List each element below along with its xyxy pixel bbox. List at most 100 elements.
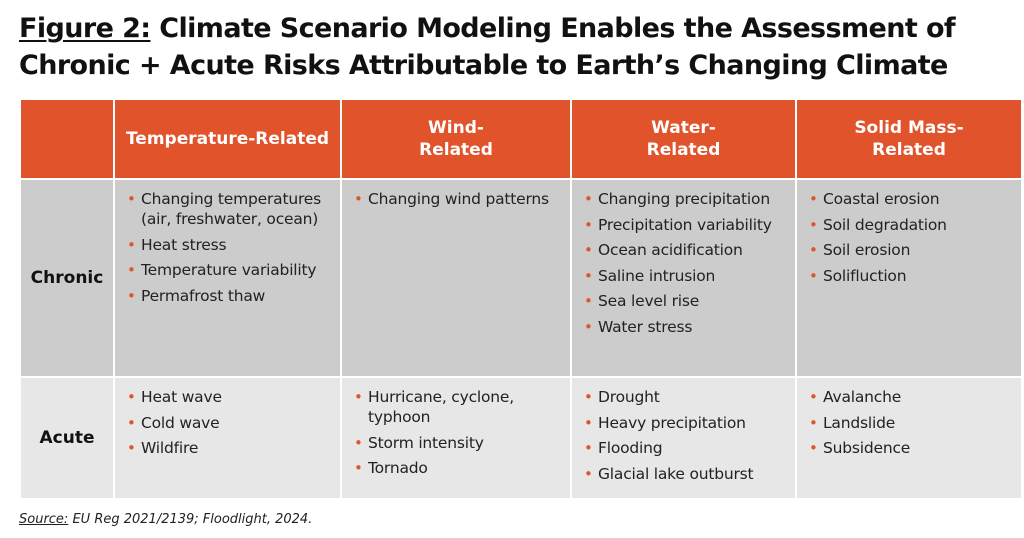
list-item: • Sea level rise	[582, 291, 787, 311]
list-item: •Coastal erosion	[807, 189, 1013, 209]
cell-water: •Changing precipitation•Precipitation va…	[570, 178, 797, 378]
row-header: Chronic	[19, 178, 115, 378]
header-row: Temperature-Related Wind-Related Water-R…	[19, 98, 1023, 180]
list-item: •Ocean acidification	[582, 240, 787, 260]
list-item: • Changing wind patterns	[352, 189, 562, 209]
bullet-icon: •	[584, 388, 593, 406]
title-text-1: Climate Scenario Modeling Enables the As…	[150, 13, 956, 44]
cell-solid-mass: •Coastal erosion•Soil degradation•Soil e…	[795, 178, 1023, 378]
list-item-text: Permafrost thaw	[141, 286, 266, 305]
list-item-text: Avalanche	[823, 388, 902, 406]
bullet-icon: •	[127, 388, 136, 406]
bullet-icon: •	[809, 266, 818, 285]
title-line-2: Chronic + Acute Risks Attributable to Ea…	[19, 50, 948, 81]
bullet-icon: •	[584, 241, 593, 259]
header-water: Water-Related	[570, 98, 797, 180]
list-item-text: Sea level rise	[598, 292, 700, 310]
risk-list: •Coastal erosion•Soil degradation•Soil e…	[797, 180, 1021, 286]
list-item-text: Coastal erosion	[823, 190, 940, 208]
bullet-icon: •	[354, 433, 363, 452]
cell-wind: •Hurricane, cyclone, typhoon •Storm inten…	[340, 376, 572, 500]
list-item-text: Water stress	[598, 317, 693, 336]
table-row-acute: Acute • Heat wave • Cold wave • Wildfire •Hurri…	[19, 376, 1023, 500]
list-item: • Drought	[582, 387, 787, 407]
bullet-icon: •	[584, 215, 593, 234]
bullet-icon: •	[584, 439, 593, 457]
list-item: • Glacial lake outburst	[582, 464, 787, 484]
bullet-icon: •	[127, 286, 136, 305]
bullet-icon: •	[809, 241, 818, 259]
list-item-text: Changing temperatures (air, freshwater, …	[141, 190, 322, 228]
list-item-text: Tornado	[368, 459, 428, 477]
list-item-text: Drought	[598, 388, 660, 406]
bullet-icon: •	[127, 439, 136, 457]
list-item-text: Changing precipitation	[598, 190, 770, 208]
list-item-text: Wildfire	[141, 439, 199, 457]
list-item: •Storm intensity	[352, 433, 562, 453]
risk-list: • Avalanche • Landslide • Subsidence	[797, 378, 1021, 458]
list-item-text: Soil erosion	[823, 241, 911, 259]
list-item: •Heat stress	[125, 235, 332, 255]
list-item: •Temperature variability	[125, 260, 332, 280]
list-item: • Soil degradation	[807, 215, 1013, 235]
list-item-text: Changing wind patterns	[368, 190, 549, 208]
bullet-icon: •	[809, 439, 818, 457]
bullet-icon: •	[809, 215, 818, 234]
list-item: • Changing temperatures (air, freshwater,…	[125, 189, 332, 229]
bullet-icon: •	[584, 464, 593, 483]
list-item: • Avalanche	[807, 387, 1013, 407]
bullet-icon: •	[584, 317, 593, 336]
list-item: • Subsidence	[807, 438, 1013, 458]
list-item-text: Soil degradation	[823, 215, 947, 234]
list-item: • Permafrost thaw	[125, 286, 332, 306]
row-header: Acute	[19, 376, 115, 500]
risk-list: • Heat wave • Cold wave • Wildfire	[115, 378, 340, 458]
source-label: Source:	[19, 512, 69, 527]
bullet-icon: •	[354, 459, 363, 477]
title-line-1: Figure 2: Climate Scenario Modeling Enab…	[19, 10, 1019, 47]
cell-solid-mass: • Avalanche • Landslide • Subsidence	[795, 376, 1023, 500]
list-item-text: Heat wave	[141, 388, 222, 406]
list-item-text: Heat stress	[141, 235, 227, 254]
header-solid-mass: Solid Mass-Related	[795, 98, 1023, 180]
list-item-text: Glacial lake outburst	[598, 464, 754, 483]
header-temperature: Temperature-Related	[113, 98, 342, 180]
bullet-icon: •	[584, 266, 593, 285]
header-corner	[19, 98, 115, 180]
list-item: • Heavy precipitation	[582, 413, 787, 433]
list-item-text: Flooding	[598, 439, 663, 457]
risk-list: • Drought • Heavy precipitation • Flooding • Gl…	[572, 378, 795, 484]
bullet-icon: •	[127, 190, 136, 208]
list-item: • Tornado	[352, 458, 562, 478]
list-item-text: Heavy precipitation	[598, 413, 746, 432]
bullet-icon: •	[127, 413, 136, 432]
bullet-icon: •	[354, 388, 363, 406]
bullet-icon: •	[584, 292, 593, 310]
risk-list: •Changing precipitation•Precipitation va…	[572, 180, 795, 337]
bullet-icon: •	[354, 190, 363, 208]
list-item: •Changing precipitation	[582, 189, 787, 209]
list-item-text: Landslide	[823, 413, 896, 432]
bullet-icon: •	[809, 388, 818, 406]
risk-table: Temperature-Related Wind-Related Water-R…	[19, 98, 1023, 500]
list-item-text: Subsidence	[823, 439, 911, 457]
list-item-text: Solifluction	[823, 266, 907, 285]
risk-list: • Changing wind patterns	[342, 180, 570, 209]
cell-temperature: • Changing temperatures (air, freshwater,…	[113, 178, 342, 378]
list-item: •Hurricane, cyclone, typhoon	[352, 387, 562, 427]
list-item: • Water stress	[582, 317, 787, 337]
risk-list: •Hurricane, cyclone, typhoon •Storm inten…	[342, 378, 570, 478]
list-item: • Heat wave	[125, 387, 332, 407]
list-item: • Landslide	[807, 413, 1013, 433]
table-row-chronic: Chronic • Changing temperatures (air, fres…	[19, 178, 1023, 378]
bullet-icon: •	[809, 413, 818, 432]
list-item: • Cold wave	[125, 413, 332, 433]
list-item: • Flooding	[582, 438, 787, 458]
cell-temperature: • Heat wave • Cold wave • Wildfire	[113, 376, 342, 500]
list-item: • Solifluction	[807, 266, 1013, 286]
list-item-text: Saline intrusion	[598, 266, 716, 285]
risk-list: • Changing temperatures (air, freshwater,…	[115, 180, 340, 306]
list-item-text: Cold wave	[141, 413, 220, 432]
list-item-text: Temperature variability	[141, 261, 317, 279]
bullet-icon: •	[584, 413, 593, 432]
